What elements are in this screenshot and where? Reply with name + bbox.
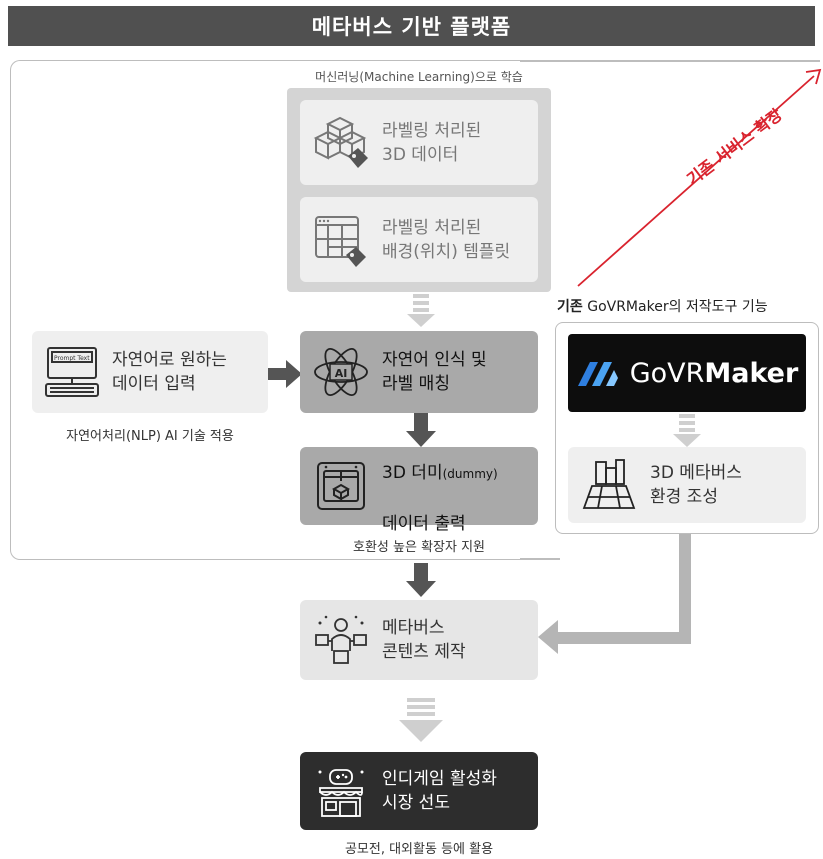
ai-icon-text: AI — [335, 367, 348, 380]
metaverse-env-card: 3D 메타버스 환경 조성 — [568, 447, 806, 523]
page-title: 메타버스 기반 플랫폼 — [8, 6, 815, 46]
dummy-line2: 데이터 출력 — [382, 513, 466, 534]
down-arrow-3 — [406, 563, 436, 597]
city-grid-icon — [568, 458, 650, 512]
platform-frame — [10, 60, 545, 560]
right-arrow-nlp — [268, 360, 302, 388]
ai-atom-icon: AI — [300, 343, 382, 401]
cubes-tag-icon — [300, 114, 382, 172]
game-shop-icon — [300, 762, 382, 820]
govrmaker-mark-icon — [577, 362, 618, 386]
dashed-down-arrow-1 — [407, 294, 435, 327]
down-arrow-2 — [406, 413, 436, 447]
existing-tools-headline: 기존 GoVRMaker의 저작도구 기능 — [557, 296, 768, 316]
indie-game-card: 인디게임 활성화 시장 선도 — [300, 752, 538, 830]
bottom-caption: 공모전, 대외활동 등에 활용 — [344, 842, 494, 857]
indie-game-text: 인디게임 활성화 시장 선도 — [382, 769, 497, 813]
compat-caption: 호환성 높은 확장자 지원 — [353, 540, 485, 555]
ml-label: 머신러닝(Machine Learning)으로 학습 — [315, 70, 523, 84]
content-creation-text: 메타버스 콘텐츠 제작 — [382, 618, 466, 662]
expansion-arrow — [577, 68, 822, 287]
content-creation-card: 메타버스 콘텐츠 제작 — [300, 600, 538, 680]
dummy-main: 3D 더미 — [382, 462, 443, 483]
logo-bold: Maker — [704, 357, 799, 389]
dummy-output-text: 3D 더미(dummy) 데이터 출력 — [382, 436, 498, 537]
dummy-output-card: 3D 더미(dummy) 데이터 출력 — [300, 447, 538, 534]
template-map-icon — [300, 211, 382, 269]
nl-recognition-text: 자연어 인식 및 라벨 매칭 — [382, 350, 487, 394]
existing-bold: 기존 — [557, 299, 583, 315]
frame-top-line — [520, 60, 820, 62]
dummy-paren: (dummy) — [442, 466, 498, 481]
prompt-text-label: Prompt Text — [54, 355, 90, 362]
labeled-background-card: 라벨링 처리된 배경(위치) 템플릿 — [300, 197, 538, 282]
nl-recognition-card: AI 자연어 인식 및 라벨 매칭 — [300, 331, 538, 413]
metaverse-env-text: 3D 메타버스 환경 조성 — [650, 463, 742, 507]
existing-rest: GoVRMaker의 저작도구 기능 — [582, 299, 768, 315]
nlp-caption: 자연어처리(NLP) AI 기술 적용 — [66, 429, 234, 444]
computer-prompt-icon: Prompt Text — [32, 342, 112, 402]
3d-printer-icon — [300, 457, 382, 515]
labeled-3d-data-card: 라벨링 처리된 3D 데이터 — [300, 100, 538, 185]
nlp-input-card: Prompt Text 자연어로 원하는 데이터 입력 — [32, 331, 268, 413]
merge-arrow — [538, 534, 691, 654]
labeled-background-text: 라벨링 처리된 배경(위치) 템플릿 — [382, 217, 511, 262]
logo-regular: GoVR — [629, 357, 705, 389]
dashed-down-arrow-2 — [673, 414, 701, 447]
dashed-down-arrow-3 — [399, 698, 443, 742]
frame-bottom-line — [520, 558, 560, 560]
labeled-3d-data-text: 라벨링 처리된 3D 데이터 — [382, 120, 482, 165]
govrmaker-box — [555, 322, 819, 534]
creator-person-icon — [300, 611, 382, 669]
nlp-input-text: 자연어로 원하는 데이터 입력 — [112, 350, 227, 394]
